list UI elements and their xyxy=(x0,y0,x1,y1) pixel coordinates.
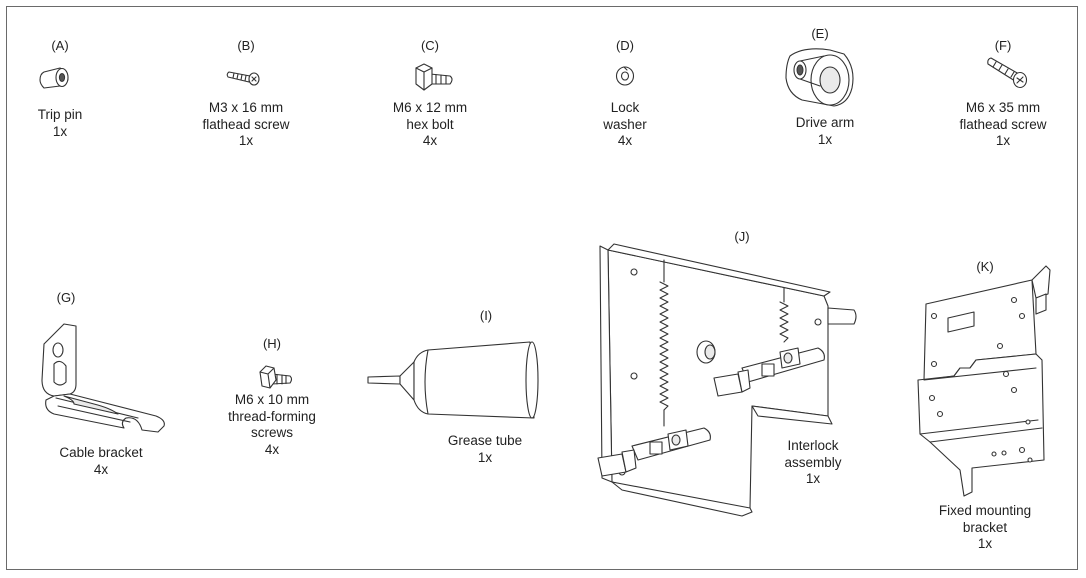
flathead-screw-icon xyxy=(226,66,266,88)
part-name-line-2: assembly xyxy=(784,454,842,470)
part-name-line-1: Cable bracket xyxy=(59,445,143,460)
part-letter: (I) xyxy=(479,308,493,323)
part-name-line-2: flathead screw xyxy=(202,116,290,132)
part-i: Grease tube 1x xyxy=(420,433,550,466)
grease-tube-icon xyxy=(366,338,546,422)
part-name-line-1: Interlock xyxy=(787,438,839,453)
part-a: (A) Trip pin 1x xyxy=(15,38,105,140)
part-letter: (J) xyxy=(734,229,750,244)
part-letter: (E) xyxy=(811,26,829,41)
part-j-letter: (J) xyxy=(712,229,772,245)
part-d: (D) Lock washer 4x xyxy=(580,38,670,150)
part-letter: (C) xyxy=(420,38,440,53)
interlock-assembly-icon xyxy=(592,240,866,518)
part-letter: (H) xyxy=(262,336,282,351)
part-qty: 4x xyxy=(422,133,438,148)
long-flathead-screw-icon xyxy=(986,52,1034,92)
part-name-line-1: Trip pin xyxy=(37,107,83,122)
hex-bolt-icon xyxy=(410,62,460,94)
part-qty: 4x xyxy=(617,133,633,148)
part-qty: 1x xyxy=(995,133,1011,148)
trip-pin-icon xyxy=(38,62,78,92)
part-e: Drive arm 1x xyxy=(760,115,890,148)
part-i-letter: (I) xyxy=(456,308,516,324)
part-name-line-1: M6 x 10 mm xyxy=(234,392,310,407)
part-qty: 1x xyxy=(977,536,993,551)
part-name-line-3: screws xyxy=(250,425,293,440)
part-qty: 1x xyxy=(238,133,254,148)
part-letter: (G) xyxy=(56,290,76,305)
part-name-line-1: M3 x 16 mm xyxy=(208,100,284,115)
part-name-line-1: Grease tube xyxy=(447,433,523,448)
part-name-line-1: M6 x 35 mm xyxy=(965,100,1041,115)
part-g: Cable bracket 4x xyxy=(36,445,166,478)
cable-bracket-icon xyxy=(34,318,168,436)
part-qty: 1x xyxy=(805,471,821,486)
part-name-line-2: thread-forming xyxy=(228,408,316,424)
part-h: (H) M6 x 10 mm thread-forming screws 4x xyxy=(207,336,337,458)
part-k: Fixed mounting bracket 1x xyxy=(915,503,1055,553)
part-letter: (K) xyxy=(976,259,994,274)
part-qty: 1x xyxy=(477,449,493,465)
part-name-line-2: flathead screw xyxy=(959,116,1047,132)
part-name-line-1: Drive arm xyxy=(795,115,855,130)
part-e-letter: (E) xyxy=(780,26,860,42)
part-b: (B) M3 x 16 mm flathead screw 1x xyxy=(181,38,311,150)
diagram-frame xyxy=(6,6,1078,570)
part-f: (F) M6 x 35 mm flathead screw 1x xyxy=(938,38,1068,150)
part-j: Interlock assembly 1x xyxy=(753,438,873,488)
part-name-line-2: bracket xyxy=(962,519,1008,535)
part-name-line-2: washer xyxy=(603,116,647,132)
part-g-letter: (G) xyxy=(36,290,96,306)
part-name-line-1: M6 x 12 mm xyxy=(392,100,468,115)
fixed-mounting-bracket-icon xyxy=(910,264,1056,500)
part-qty: 4x xyxy=(93,461,109,477)
part-letter: (D) xyxy=(615,38,635,53)
part-k-letter: (K) xyxy=(955,259,1015,275)
part-name-line-1: Lock xyxy=(610,100,640,115)
part-letter: (A) xyxy=(51,38,69,53)
part-letter: (F) xyxy=(994,38,1012,53)
part-letter: (B) xyxy=(237,38,255,53)
lock-washer-icon xyxy=(612,64,638,88)
part-qty: 4x xyxy=(264,441,280,457)
part-c: (C) M6 x 12 mm hex bolt 4x xyxy=(365,38,495,150)
part-qty: 1x xyxy=(817,131,833,147)
part-name-line-1: Fixed mounting xyxy=(938,503,1032,518)
thread-forming-screw-icon xyxy=(258,364,294,394)
part-qty: 1x xyxy=(52,123,68,139)
drive-arm-icon xyxy=(780,42,860,112)
part-name-line-2: hex bolt xyxy=(406,116,454,132)
